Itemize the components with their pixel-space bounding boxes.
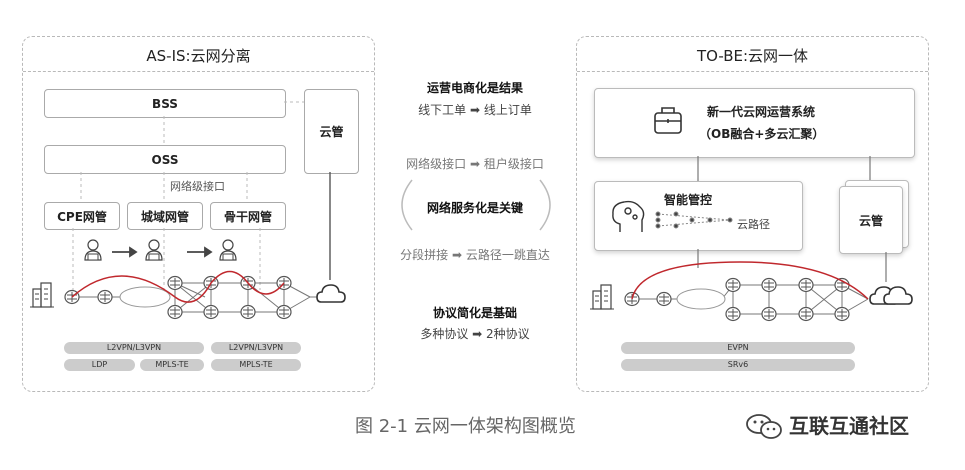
cloud-icon: [869, 286, 913, 305]
router-icon: [725, 306, 741, 322]
figure-caption: 图 2-1 云网一体架构图概览: [355, 416, 576, 437]
network-interface-label: 网络级接口: [170, 180, 225, 193]
cloud-path-label: 云路径: [737, 218, 770, 231]
left-connectors: [72, 101, 304, 290]
s1-to: 线上订单: [483, 103, 532, 117]
left-paren-decoration: [401, 179, 413, 231]
s2-top-transition: 网络级接口 ➡ 租户级接口: [375, 155, 575, 172]
protocol-tag-mpls-te-1: MPLS-TE: [140, 359, 204, 371]
to-be-title: TO-BE:云网一体: [696, 47, 809, 65]
as-is-title: AS-IS:云网分离: [146, 47, 251, 65]
router-icon: [97, 289, 113, 305]
right-arrow-icon: ➡: [472, 327, 483, 341]
router-icon: [167, 275, 183, 291]
s1-title: 运营电商化是结果: [426, 81, 523, 95]
operation-system-box: 新一代云网运营系统 （OB融合+多云汇聚）: [594, 88, 915, 158]
metro-network-ellipse: [119, 286, 171, 308]
cloud-mgmt-box: 云管: [304, 89, 359, 174]
title-divider: [23, 71, 374, 72]
s1-from: 线下工单: [418, 103, 467, 117]
protocol-tag-l2l3vpn-2: L2VPN/L3VPN: [211, 342, 301, 354]
protocol-tag-mpls-te-2: MPLS-TE: [211, 359, 301, 371]
right-connectors: [697, 156, 887, 282]
s3-to: 2种协议: [486, 327, 530, 341]
server-building-icon: [29, 282, 55, 308]
cpe-mgmt-box: CPE网管: [44, 202, 120, 230]
user-icon: [84, 239, 102, 261]
router-icon: [798, 306, 814, 322]
router-icon: [798, 277, 814, 293]
title-divider: [577, 71, 928, 72]
protocol-tag-srv6: SRv6: [621, 359, 855, 371]
segmented-path-red: [71, 270, 285, 303]
right-arrow-icon: ➡: [469, 103, 481, 117]
router-icon: [761, 277, 777, 293]
user-icon: [219, 239, 237, 261]
wechat-icon: [746, 414, 782, 439]
watermark-text: 互联互通社区: [789, 414, 909, 438]
router-icon: [167, 304, 183, 320]
metro-mgmt-box: 城域网管: [127, 202, 203, 230]
smart-control-label: 智能管控: [664, 193, 713, 207]
briefcase-icon: [654, 107, 682, 134]
system-line1: 新一代云网运营系统: [707, 105, 816, 119]
router-icon: [203, 304, 219, 320]
user-flow-arrows: [112, 246, 213, 258]
protocol-tag-ldp: LDP: [64, 359, 135, 371]
right-arrow-icon: ➡: [469, 157, 481, 171]
cloud-mgmt-box: 云管: [839, 186, 903, 254]
s2-from-bottom: 分段拼接: [400, 248, 449, 262]
router-icon: [761, 306, 777, 322]
s3-from: 多种协议: [420, 327, 469, 341]
as-is-panel: AS-IS:云网分离: [22, 36, 375, 392]
router-icon: [240, 304, 256, 320]
cloud-icon: [316, 284, 346, 303]
user-icon: [145, 239, 163, 261]
s2-title: 网络服务化是关键: [426, 201, 523, 215]
smart-control-box: 智能管控 云路径: [594, 181, 803, 251]
server-building-icon: [589, 284, 615, 310]
s1-transition: 线下工单 ➡ 线上订单: [375, 101, 575, 118]
oss-box: OSS: [44, 145, 286, 174]
right-arrow-icon: ➡: [451, 248, 463, 262]
s2-bottom-transition: 分段拼接 ➡ 云路径一跳直达: [375, 246, 575, 263]
s3-transition: 多种协议 ➡ 2种协议: [375, 325, 575, 342]
protocol-tag-evpn: EVPN: [621, 342, 855, 354]
brain-icon: [612, 200, 645, 232]
s2-from-top: 网络级接口: [406, 157, 467, 171]
cloud-path-graph: [655, 211, 733, 229]
router-icon: [276, 304, 292, 320]
router-icon: [725, 277, 741, 293]
router-icon: [656, 291, 672, 307]
to-be-panel: TO-BE:云网一体: [576, 36, 929, 392]
protocol-tag-l2l3vpn-1: L2VPN/L3VPN: [64, 342, 204, 354]
system-line2: （OB融合+多云汇聚）: [699, 127, 825, 141]
one-hop-path-red: [631, 261, 869, 300]
s2-to-bottom: 云路径一跳直达: [465, 248, 550, 262]
s3-title: 协议简化是基础: [432, 306, 517, 320]
router-icon: [834, 306, 850, 322]
s2-to-top: 租户级接口: [483, 157, 544, 171]
metro-network-ellipse: [676, 288, 726, 310]
right-paren-decoration: [539, 179, 551, 231]
bss-box: BSS: [44, 89, 286, 118]
backbone-mgmt-box: 骨干网管: [210, 202, 286, 230]
